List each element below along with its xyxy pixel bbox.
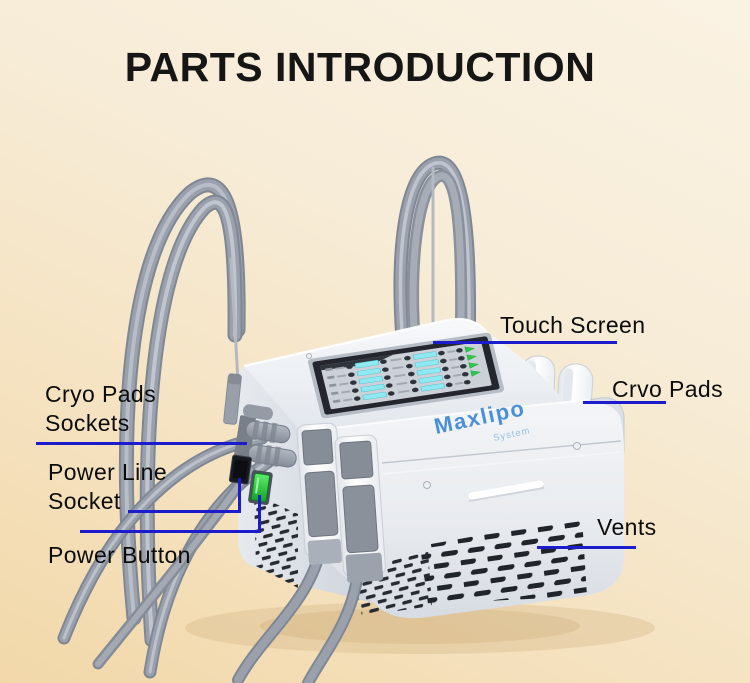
vents-front — [420, 517, 587, 604]
callout-crvo-pads: Crvo Pads — [612, 376, 723, 402]
callout-cryo-pads-sockets-line1: Cryo Pads — [45, 381, 156, 407]
callout-power-line-socket-line1: Power Line — [48, 459, 168, 485]
cryo-pads-front — [296, 422, 386, 583]
callout-power-line-socket: Power Line Socket — [48, 458, 167, 516]
callout-cryo-pads-sockets: Cryo Pads Sockets — [45, 380, 156, 438]
rod-holder — [223, 373, 242, 425]
page-title: PARTS INTRODUCTION — [124, 44, 596, 90]
callout-touch-screen: Touch Screen — [500, 312, 646, 338]
callout-power-line-socket-line2: Socket — [48, 488, 121, 514]
vents-left — [254, 494, 298, 588]
callout-line-power-line-socket-h — [128, 510, 241, 513]
touch-screen-start-triangles — [464, 346, 481, 377]
callout-line-crvo-pads — [583, 401, 666, 404]
body-seam-line — [381, 440, 622, 464]
callout-line-power-button-v — [258, 495, 261, 533]
callout-line-touch-screen — [433, 341, 617, 344]
power-line-socket — [228, 454, 252, 485]
cryo-handle-cables-right-arch — [393, 155, 477, 339]
handle-slot — [468, 480, 545, 503]
power-button — [248, 470, 273, 505]
callout-line-power-button-h — [80, 530, 261, 533]
callout-vents: Vents — [597, 514, 657, 540]
touch-screen — [307, 332, 505, 419]
callout-cryo-pads-sockets-line2: Sockets — [45, 410, 130, 436]
callout-line-vents — [537, 546, 636, 549]
hanger-rods — [229, 167, 435, 383]
cryo-pads-sockets — [233, 404, 297, 468]
callout-line-power-line-socket-v — [238, 478, 241, 513]
callout-power-button: Power Button — [48, 542, 191, 568]
callout-line-cryo-pads-sockets — [36, 442, 247, 445]
